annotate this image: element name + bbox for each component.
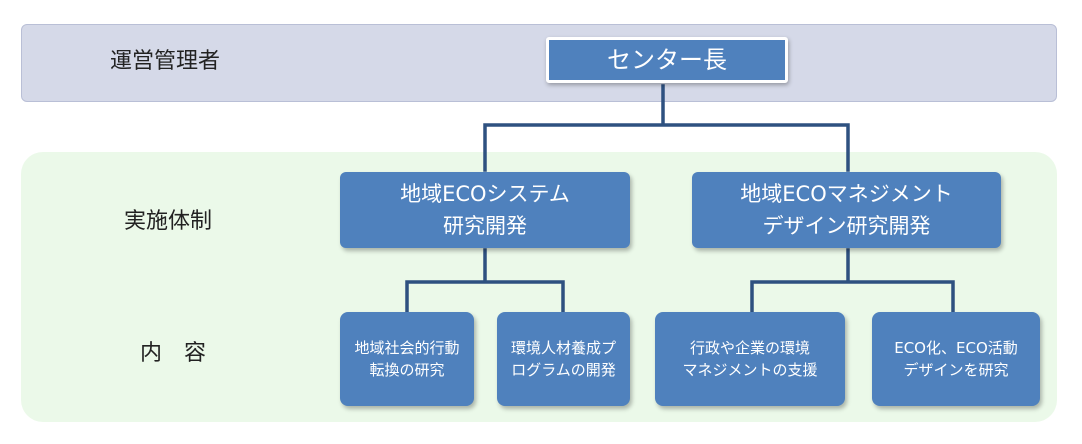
mid-box-eco-system-line1: 地域ECOシステム [400,181,570,206]
management-band [21,24,1057,102]
row-label-structure: 実施体制 [124,209,213,234]
connector-top-to-mid [483,84,850,172]
mid-box-eco-management: 地域ECOマネジメント デザイン研究開発 [692,172,1001,248]
leaf-box-social-behavior: 地域社会的行動 転換の研究 [340,312,474,406]
leaf-box-social-behavior-line2: 転換の研究 [369,361,445,379]
mid-box-eco-system-line2: 研究開発 [443,214,527,238]
leaf-box-eco-design-line1: ECO化、ECO活動 [894,338,1018,357]
leaf-box-environmental-management-line1: 行政や企業の環境 [689,338,810,357]
leaf-box-eco-design-line2: デザインを研究 [903,361,1009,379]
leaf-box-human-resources: 環境人材養成プ ログラムの開発 [497,312,630,406]
leaf-box-human-resources-line1: 環境人材養成プ [510,338,616,357]
leaf-box-social-behavior-line1: 地域社会的行動 [354,338,460,357]
leaf-box-eco-design: ECO化、ECO活動 デザインを研究 [872,312,1040,406]
center-director-label: センター長 [607,46,727,74]
mid-box-eco-system: 地域ECOシステム 研究開発 [340,172,630,248]
connector-mid-left-to-leaves [405,248,565,314]
row-label-content: 内 容 [140,341,207,366]
leaf-box-human-resources-line2: ログラムの開発 [511,361,616,379]
connector-mid-right-to-leaves [750,248,955,314]
center-director-box: センター長 [546,37,788,83]
leaf-box-environmental-management-line2: マネジメントの支援 [682,361,818,379]
leaf-box-environmental-management: 行政や企業の環境 マネジメントの支援 [655,312,845,406]
mid-box-eco-management-line1: 地域ECOマネジメント [740,181,953,206]
mid-box-eco-management-line2: デザイン研究開発 [762,214,931,238]
row-label-management: 運営管理者 [110,49,221,74]
